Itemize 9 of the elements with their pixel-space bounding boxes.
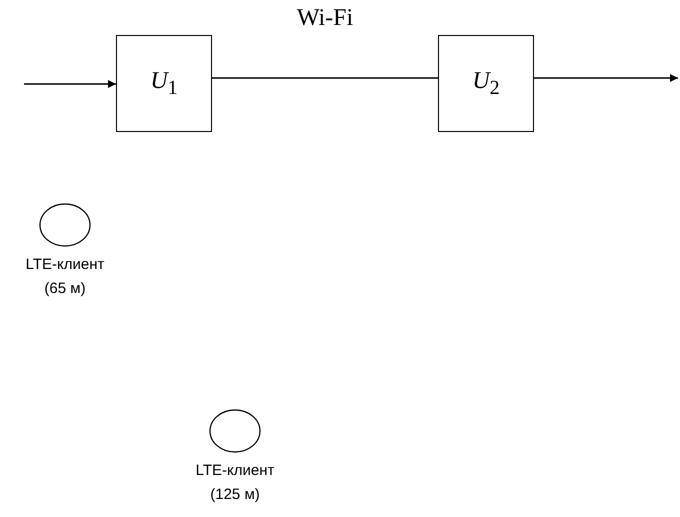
arrow [24,80,116,88]
arrow [534,74,678,82]
client-label: LTE-клиент (65 м) [24,255,106,299]
process-box [116,35,212,132]
process-box [438,35,534,132]
box-label: U$_{1}$ [150,68,178,100]
client-label: LTE-клиент (125 м) [194,461,276,505]
connector-line [212,77,438,79]
box-label: U$_{2}$ [472,68,500,100]
